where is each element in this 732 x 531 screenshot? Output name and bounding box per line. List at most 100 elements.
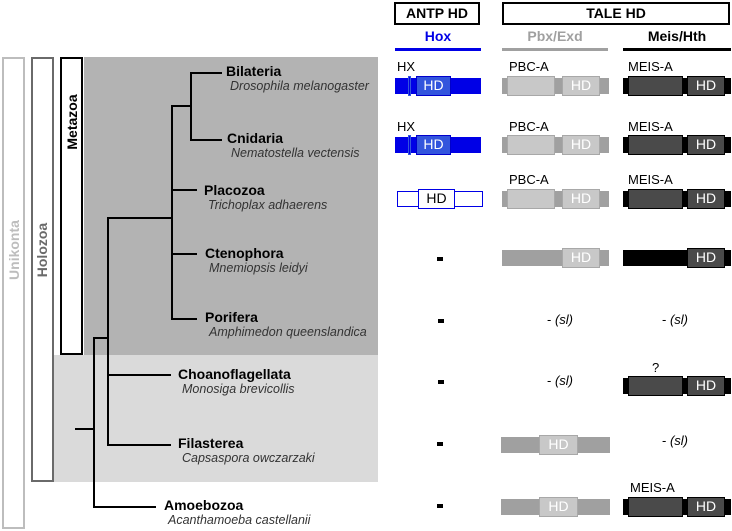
absent-mark: - — [547, 312, 552, 327]
sl-note: (sl) — [554, 312, 574, 327]
root-branch — [75, 428, 94, 430]
sl-note: (sl) — [669, 433, 689, 448]
antp-hd-header: ANTP HD — [394, 2, 480, 25]
absent-dash — [438, 380, 444, 384]
branch — [107, 444, 171, 446]
metazoa-label: Metazoa — [64, 94, 80, 150]
branch — [171, 253, 197, 255]
taxon-group: Porifera — [205, 309, 258, 325]
pbc-a-domain — [507, 189, 555, 209]
taxon-species: Amphimedon queenslandica — [209, 325, 367, 339]
unikonta-label: Unikonta — [6, 220, 22, 280]
meis-label: MEIS-A — [628, 59, 673, 74]
pbx-absent-sl: - (sl) — [547, 312, 573, 327]
hx-motif — [408, 76, 411, 96]
meis-absent-sl: - (sl) — [662, 312, 688, 327]
sl-note: (sl) — [669, 312, 689, 327]
taxon-cnidaria: Cnidaria Nematostella vectensis — [227, 130, 360, 161]
taxon-porifera: Porifera Amphimedon queenslandica — [205, 309, 367, 340]
branch — [107, 217, 172, 219]
taxon-group: Filasterea — [178, 435, 244, 451]
taxon-ctenophora: Ctenophora Mnemiopsis leidyi — [205, 245, 308, 276]
absent-mark: - — [662, 433, 667, 448]
holozoa-label: Holozoa — [34, 222, 50, 278]
homeodomain: HD — [687, 189, 725, 209]
pbc-a-domain — [507, 135, 555, 155]
absent-dash — [437, 442, 443, 446]
absent-dash — [437, 257, 443, 261]
homeodomain: HD — [539, 497, 578, 517]
meis-a-domain — [628, 76, 683, 96]
pbx-absent-sl: - (sl) — [547, 373, 573, 388]
homeodomain: HD — [687, 76, 725, 96]
branch — [190, 72, 192, 141]
branch — [107, 217, 109, 445]
meis-absent-sl: - (sl) — [662, 433, 688, 448]
pbx-column-label: Pbx/Exd — [527, 28, 583, 44]
branch — [107, 374, 171, 376]
meis-a-domain — [628, 135, 683, 155]
branch — [171, 105, 191, 107]
homeodomain: HD — [687, 497, 725, 517]
meis-label: MEIS-A — [630, 480, 675, 495]
unikonta-box — [2, 57, 25, 529]
meis-a-domain — [628, 189, 683, 209]
hx-label: HX — [397, 119, 416, 134]
homeodomain: HD — [418, 189, 455, 209]
pbc-a-domain — [507, 76, 555, 96]
meis-label: MEIS-A — [628, 119, 673, 134]
taxon-bilateria: Bilateria Drosophila melanogaster — [226, 63, 369, 94]
metazoa-box — [60, 57, 83, 355]
branch — [171, 189, 197, 191]
taxon-species: Capsaspora owczarzaki — [182, 451, 315, 465]
taxon-species: Mnemiopsis leidyi — [209, 261, 308, 275]
taxon-group: Amoebozoa — [164, 497, 244, 513]
taxon-group: Placozoa — [204, 182, 265, 198]
branch — [93, 337, 108, 339]
absent-mark: - — [662, 312, 667, 327]
branch — [171, 105, 173, 319]
pbc-label: PBC-A — [509, 119, 549, 134]
meis-column-label: Meis/Hth — [647, 28, 707, 44]
branch — [190, 72, 222, 74]
absent-dash — [438, 319, 444, 323]
sl-note: (sl) — [554, 373, 574, 388]
meis-a-domain — [628, 497, 683, 517]
taxon-filasterea: Filasterea Capsaspora owczarzaki — [178, 435, 315, 466]
taxon-group: Bilateria — [226, 63, 282, 79]
holozoa-box — [31, 57, 54, 482]
taxon-group: Ctenophora — [205, 245, 284, 261]
hx-label: HX — [397, 59, 416, 74]
taxon-group: Cnidaria — [227, 130, 284, 146]
homeodomain: HD — [562, 135, 600, 155]
meis-a-domain — [628, 376, 683, 396]
homeodomain: HD — [416, 135, 451, 155]
homeodomain: HD — [687, 135, 725, 155]
branch — [171, 318, 197, 320]
branch — [93, 337, 95, 507]
taxon-species: Nematostella vectensis — [231, 146, 360, 160]
taxon-choanoflagellata: Choanoflagellata Monosiga brevicollis — [178, 366, 295, 397]
homeodomain: HD — [562, 248, 600, 268]
taxon-placozoa: Placozoa Trichoplax adhaerens — [204, 182, 327, 213]
metazoa-shading — [84, 57, 378, 355]
taxon-species: Drosophila melanogaster — [230, 79, 369, 93]
taxon-group: Choanoflagellata — [178, 366, 291, 382]
homeodomain: HD — [539, 435, 578, 455]
tale-hd-header: TALE HD — [502, 2, 730, 25]
pbc-label: PBC-A — [509, 172, 549, 187]
taxon-species: Acanthamoeba castellanii — [168, 513, 311, 527]
homeodomain: HD — [687, 248, 725, 268]
homeodomain: HD — [416, 76, 451, 96]
hox-column-bar — [395, 48, 481, 51]
branch — [190, 139, 222, 141]
taxon-species: Monosiga brevicollis — [182, 382, 295, 396]
pbc-label: PBC-A — [509, 59, 549, 74]
meis-column-bar — [623, 48, 731, 51]
homeodomain: HD — [562, 189, 600, 209]
absent-mark: - — [547, 373, 552, 388]
unknown-label: ? — [652, 360, 660, 375]
absent-dash — [437, 504, 443, 508]
homeodomain: HD — [687, 376, 725, 396]
taxon-amoebozoa: Amoebozoa Acanthamoeba castellanii — [164, 497, 310, 528]
